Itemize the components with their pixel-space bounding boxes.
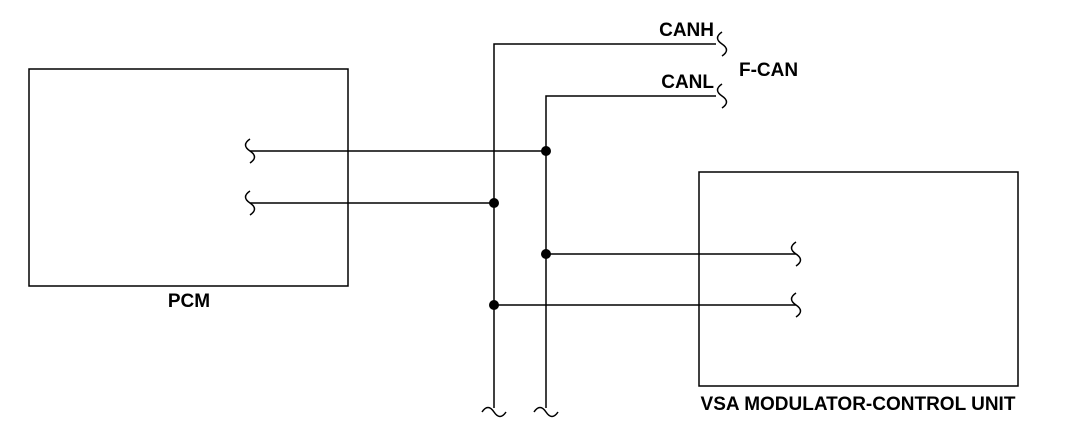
canl-break-symbol (716, 83, 728, 109)
canh-bus-wire (493, 43, 716, 408)
canl-bottom-break-symbol (533, 406, 559, 418)
vsa-canh-terminal-symbol (790, 292, 802, 318)
canh-label: CANH (659, 20, 714, 41)
pcm-canh-terminal-symbol (244, 190, 256, 216)
junction-dot-pcm-canh (489, 198, 499, 208)
canl-label: CANL (661, 72, 714, 93)
canl-bus-wire (545, 95, 716, 408)
junction-dot-pcm-canl (541, 146, 551, 156)
junction-dot-vsa-canl (541, 249, 551, 259)
canh-bottom-break-symbol (481, 406, 507, 418)
vsa-canl-terminal-symbol (790, 241, 802, 267)
vsa-box (698, 171, 1019, 387)
pcm-label: PCM (168, 291, 210, 312)
pcm-canl-terminal-symbol (244, 138, 256, 164)
vsa-label: VSA MODULATOR-CONTROL UNIT (701, 394, 1016, 415)
f-can-label: F-CAN (739, 60, 798, 81)
junction-dot-vsa-canh (489, 300, 499, 310)
canh-break-symbol (716, 31, 728, 57)
pcm-box (28, 68, 349, 287)
